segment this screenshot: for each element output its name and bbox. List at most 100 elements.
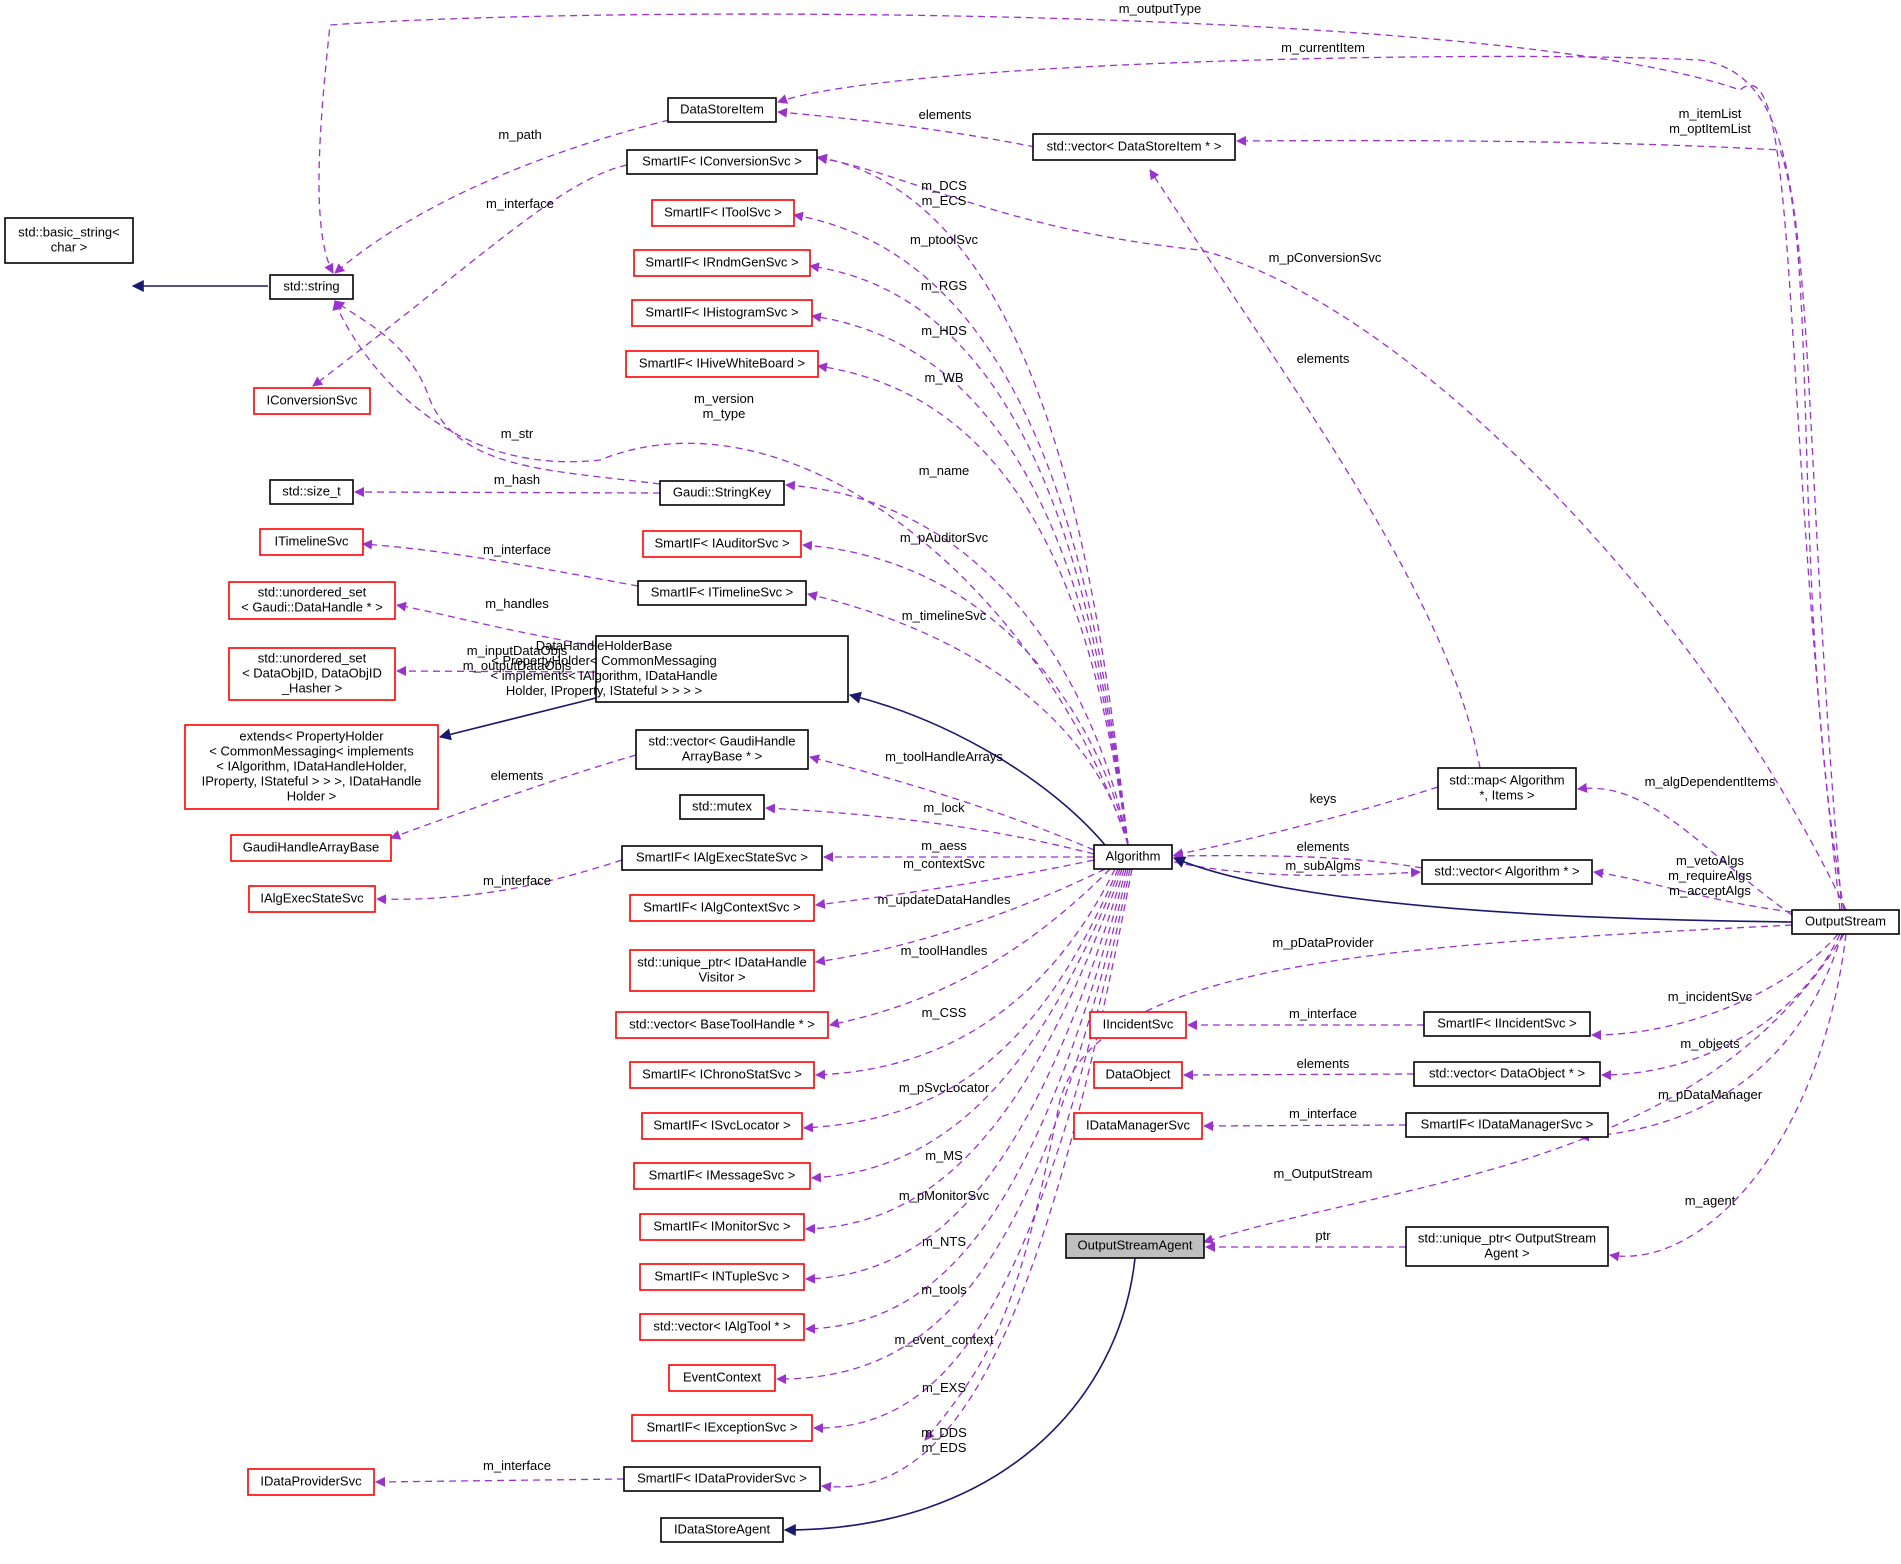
class-node-vec-ialgtool[interactable]: std::vector< IAlgTool * > xyxy=(639,1313,805,1341)
class-node-si-irndmgensvc[interactable]: SmartIF< IRndmGenSvc > xyxy=(633,249,811,277)
class-node-si-ihivewhiteboard[interactable]: SmartIF< IHiveWhiteBoard > xyxy=(625,350,819,378)
usage-edge-42 xyxy=(375,1476,625,1487)
class-node-idataprovidersvc[interactable]: IDataProviderSvc xyxy=(247,1468,375,1496)
class-node-vec-gaudihandle[interactable]: std::vector< GaudiHandleArrayBase * > xyxy=(635,729,809,770)
class-name-text: DataObject xyxy=(1105,1067,1170,1082)
edge-label: m_tools xyxy=(921,1282,967,1297)
class-box xyxy=(635,729,809,770)
class-node-mutex[interactable]: std::mutex xyxy=(679,794,765,820)
class-name-text: std::unordered_set xyxy=(258,651,367,666)
class-name-text: Visitor > xyxy=(698,970,745,985)
class-node-si-intuplesvc[interactable]: SmartIF< INTupleSvc > xyxy=(639,1263,805,1291)
class-name-text: IDataProviderSvc xyxy=(260,1474,362,1489)
usage-edge-51 xyxy=(1591,933,1839,1040)
class-node-uptr-osa[interactable]: std::unique_ptr< OutputStreamAgent > xyxy=(1405,1226,1609,1267)
class-name-text: IDataStoreAgent xyxy=(674,1522,771,1537)
class-name-text: DataHandleHolderBase xyxy=(536,638,673,653)
usage-edge-32 xyxy=(829,868,1111,1029)
usage-edge-2 xyxy=(777,55,1843,911)
class-name-text: DataStoreItem xyxy=(680,102,764,117)
class-node-si-itimelinesvc[interactable]: SmartIF< ITimelineSvc > xyxy=(637,580,807,606)
class-box xyxy=(1032,133,1236,161)
class-name-text: SmartIF< IHistogramSvc > xyxy=(645,305,798,320)
class-node-algorithm[interactable]: Algorithm xyxy=(1093,844,1173,870)
class-node-uset-handle[interactable]: std::unordered_set< Gaudi::DataHandle * … xyxy=(228,581,396,620)
class-node-datahandleholderbase[interactable]: DataHandleHolderBase< PropertyHolder< Co… xyxy=(491,635,849,703)
class-node-vec-algorithm[interactable]: std::vector< Algorithm * > xyxy=(1421,859,1593,885)
class-name-text: < implements< IAlgorithm, IDataHandle xyxy=(491,668,718,683)
class-node-si-itoolsvc[interactable]: SmartIF< IToolSvc > xyxy=(651,199,795,227)
class-node-si-idatamanagersvc[interactable]: SmartIF< IDataManagerSvc > xyxy=(1405,1112,1609,1138)
class-node-ialgexecstatesvc[interactable]: IAlgExecStateSvc xyxy=(248,885,376,913)
inheritance-edge-59 xyxy=(783,1257,1136,1536)
class-node-map-algorithm[interactable]: std::map< Algorithm*, Items > xyxy=(1437,767,1577,810)
class-node-si-ichronostatsvc[interactable]: SmartIF< IChronoStatSvc > xyxy=(629,1061,815,1089)
class-node-si-ialgexecstatesvc[interactable]: SmartIF< IAlgExecStateSvc > xyxy=(621,845,823,871)
edge-label: m_timelineSvc xyxy=(902,608,987,623)
class-node-uset-objid[interactable]: std::unordered_set< DataObjID, DataObjID… xyxy=(228,647,396,701)
class-node-itimelinesvc[interactable]: ITimelineSvc xyxy=(259,528,364,556)
class-node-iincidentsvc[interactable]: IIncidentSvc xyxy=(1089,1011,1187,1039)
edge-label: m_interface xyxy=(483,873,551,888)
edge-label: m_lock xyxy=(923,800,965,815)
class-node-outputstream[interactable]: OutputStream xyxy=(1791,909,1900,935)
usage-edge-17 xyxy=(785,480,1129,846)
class-node-vec-basetoolhandle[interactable]: std::vector< BaseToolHandle * > xyxy=(615,1011,829,1039)
class-box xyxy=(228,647,396,701)
class-node-std-string[interactable]: std::string xyxy=(269,274,354,300)
class-node-idatastoreagent[interactable]: IDataStoreAgent xyxy=(660,1517,784,1543)
class-node-si-idataprovidersvc[interactable]: SmartIF< IDataProviderSvc > xyxy=(623,1466,821,1492)
class-name-text: SmartIF< IChronoStatSvc > xyxy=(642,1067,802,1082)
edge-label: m_CSS xyxy=(922,1005,967,1020)
class-node-outputstreamagent[interactable]: OutputStreamAgent xyxy=(1065,1233,1205,1259)
class-name-text: OutputStream xyxy=(1805,914,1886,929)
edge-label: m_handles xyxy=(485,596,549,611)
edge-label: m_requireAlgs xyxy=(1668,868,1752,883)
edge-label: m_interface xyxy=(1289,1006,1357,1021)
class-node-si-imessagesvc[interactable]: SmartIF< IMessageSvc > xyxy=(633,1162,811,1190)
usage-edge-22 xyxy=(396,666,597,677)
class-node-dataobject[interactable]: DataObject xyxy=(1093,1061,1183,1089)
class-node-si-iconversionsvc[interactable]: SmartIF< IConversionSvc > xyxy=(626,149,818,175)
class-node-stringkey[interactable]: Gaudi::StringKey xyxy=(659,480,785,506)
usage-edge-27 xyxy=(765,803,1095,855)
class-box xyxy=(660,1517,784,1543)
class-name-text: *, Items > xyxy=(1479,788,1534,803)
usage-edge-44 xyxy=(1173,850,1423,869)
class-box xyxy=(259,528,364,556)
usage-edge-31 xyxy=(815,868,1106,966)
usage-edge-4 xyxy=(312,164,628,387)
class-node-vec-dataobject[interactable]: std::vector< DataObject * > xyxy=(1413,1061,1601,1087)
class-box xyxy=(621,845,823,871)
edge-label: m_version xyxy=(694,391,754,406)
class-node-extends[interactable]: extends< PropertyHolder< CommonMessaging… xyxy=(184,724,439,810)
edge-label: m_OutputStream xyxy=(1274,1166,1373,1181)
edge-label: m_agent xyxy=(1685,1193,1736,1208)
usage-edge-34 xyxy=(803,868,1119,1133)
edge-label: elements xyxy=(491,768,544,783)
class-node-si-iincidentsvc[interactable]: SmartIF< IIncidentSvc > xyxy=(1423,1011,1591,1037)
class-node-si-iexceptionsvc[interactable]: SmartIF< IExceptionSvc > xyxy=(631,1414,813,1442)
class-name-text: GaudiHandleArrayBase xyxy=(243,840,380,855)
class-node-si-imonitorsvc[interactable]: SmartIF< IMonitorSvc > xyxy=(639,1213,805,1241)
class-node-si-ialgcontextsvc[interactable]: SmartIF< IAlgContextSvc > xyxy=(629,894,815,922)
class-node-datastoreitem[interactable]: DataStoreItem xyxy=(667,97,777,123)
class-node-eventcontext[interactable]: EventContext xyxy=(668,1364,776,1392)
class-name-text: IIncidentSvc xyxy=(1103,1017,1174,1032)
class-box xyxy=(631,299,813,327)
class-node-si-iauditorsvc[interactable]: SmartIF< IAuditorSvc > xyxy=(642,530,802,558)
class-node-size-t[interactable]: std::size_t xyxy=(269,479,354,505)
class-box xyxy=(4,217,134,264)
class-node-basic-string[interactable]: std::basic_string<char > xyxy=(4,217,134,264)
class-node-gaudihandlearraybase[interactable]: GaudiHandleArrayBase xyxy=(230,834,392,862)
class-node-vec-datastoreitem[interactable]: std::vector< DataStoreItem * > xyxy=(1032,133,1236,161)
class-node-si-isvclocator[interactable]: SmartIF< ISvcLocator > xyxy=(641,1112,803,1140)
class-node-si-ihistogramsvc[interactable]: SmartIF< IHistogramSvc > xyxy=(631,299,813,327)
class-name-text: SmartIF< IIncidentSvc > xyxy=(1437,1016,1576,1031)
class-node-iconversionsvc[interactable]: IConversionSvc xyxy=(253,387,371,415)
usage-edge-13 xyxy=(817,362,1129,846)
class-node-idatamanagersvc[interactable]: IDataManagerSvc xyxy=(1073,1112,1203,1140)
edge-label: m_vetoAlgs xyxy=(1676,853,1744,868)
